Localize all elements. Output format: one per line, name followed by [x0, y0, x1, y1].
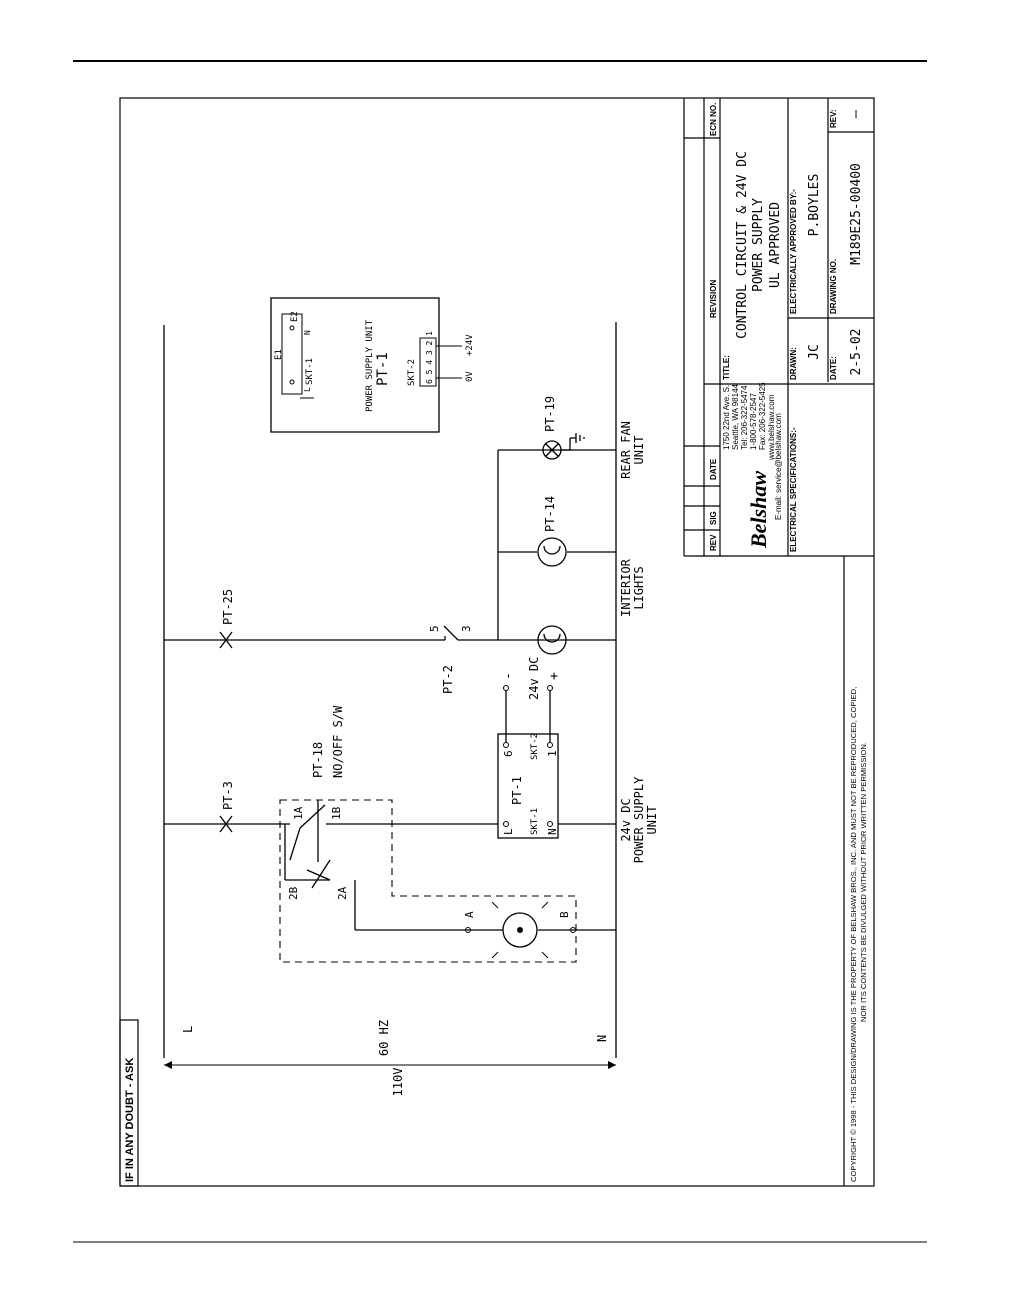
telephone: Tel: 206-322-5474: [740, 385, 749, 450]
pt1-pin-6: 6: [502, 750, 515, 757]
inset-l: L: [303, 387, 312, 392]
interior-light-2-filament: [543, 545, 561, 555]
elec-spec-header: ELECTRICAL SPECIFICATIONS:-: [789, 427, 798, 552]
inset-title-2: PT-1: [375, 352, 391, 386]
drawing-no-header: DRAWING NO.: [829, 259, 838, 314]
psu-caption-2: POWER SUPPLY: [632, 776, 646, 863]
title-line-3: UL APPROVED: [768, 202, 783, 288]
pt3-label: PT-3: [221, 781, 235, 810]
pt1-power-supply: [497, 733, 559, 839]
psu-caption-3: UNIT: [645, 806, 659, 835]
pt19-label: PT-19: [543, 396, 557, 432]
date-header-2: DATE:: [829, 356, 838, 380]
interior-light-1-filament: [543, 633, 561, 643]
pt1-pin-l: L: [502, 828, 515, 835]
toll-free: 1-800-578-2547: [749, 393, 758, 450]
company-logo: Belshaw: [746, 471, 771, 549]
pt2-terminal-5: 5: [428, 625, 441, 632]
rev-header-2: REV:: [829, 109, 838, 128]
inset-e2: E2: [290, 311, 300, 322]
supply-rails: [163, 322, 617, 1069]
dc-voltage-label: 24v DC: [527, 657, 541, 700]
indicator-lamp: [465, 901, 576, 959]
approved-by: P.BOYLES: [807, 174, 822, 237]
inset-n: N: [303, 330, 312, 335]
drawing-number: M189E25-00400: [849, 163, 864, 265]
pt1-pin-1: 1: [546, 750, 559, 757]
interior-light-2: [537, 537, 567, 567]
psu-caption-1: 24v DC: [619, 798, 633, 841]
sheet-border: [119, 97, 875, 1187]
lamp-terminal-b: B: [558, 911, 571, 918]
pt1-label: PT-1: [510, 776, 524, 805]
fax: Fax: 206-322-5425: [758, 382, 767, 450]
line-label: L: [181, 1026, 195, 1033]
pt1-pin-n: N: [546, 828, 559, 835]
pt3-marker: [219, 815, 233, 833]
warning-box: [119, 1019, 139, 1187]
dc-minus: -: [501, 672, 516, 680]
switch-description: NO/OFF S/W: [331, 705, 345, 778]
pt1-skt1: SKT-1: [530, 808, 540, 835]
dc-plus: +: [547, 672, 562, 680]
website: www.belshaw.com: [767, 394, 776, 461]
drawn-by: JC: [807, 344, 822, 360]
pt2-switch-blade: [443, 625, 459, 641]
pt2-label: PT-2: [441, 665, 455, 694]
pt25-marker: [219, 631, 233, 649]
pt14-label: PT-14: [543, 496, 557, 532]
title-line-1: CONTROL CIRCUIT & 24V DC: [735, 151, 750, 339]
pt2-terminal-3: 3: [460, 625, 473, 632]
terminal-1b: 1B: [330, 806, 343, 820]
frequency-label: 60 HZ: [377, 1020, 391, 1056]
inset-title-1: POWER SUPPLY UNIT: [365, 319, 375, 412]
drawn-header: DRAWN:: [789, 347, 798, 380]
voltage-label: 110V: [391, 1068, 405, 1097]
terminal-2a: 2A: [336, 886, 349, 900]
address: 1750 22nd Ave. S.: [722, 385, 731, 450]
ecn-header: ECN NO.: [709, 103, 718, 136]
branch-wires: [164, 449, 616, 931]
rear-fan-label-1: REAR FAN: [619, 421, 633, 479]
pt1-skt2: SKT-2: [530, 733, 540, 760]
warning-text: IF IN ANY DOUBT - ASK: [124, 1058, 136, 1182]
neutral-label: N: [595, 1035, 609, 1042]
psu-inset: [270, 297, 462, 433]
rear-fan-label-2: UNIT: [632, 436, 646, 465]
switch-enclosure: [279, 799, 577, 963]
pt18-switch: [289, 800, 331, 889]
title-line-2: POWER SUPPLY: [751, 198, 766, 292]
date-header: DATE: [709, 458, 718, 480]
interior-light-1: [537, 625, 567, 655]
rev-header: REV: [709, 534, 718, 551]
inset-pins: 6 5 4 3 2 1: [425, 331, 434, 384]
drawing-date: 2-5-02: [849, 329, 864, 376]
terminal-2b: 2B: [287, 886, 300, 900]
inset-e1: E1: [274, 349, 284, 360]
inset-skt1: SKT-1: [305, 358, 315, 385]
inset-plus24: +24V: [465, 334, 475, 356]
email: E-mail: service@belshaw.com: [774, 413, 783, 520]
inset-skt2: SKT-2: [407, 359, 417, 386]
copyright-line-2: NOR ITS CONTENTS BE DIVULGED WITHOUT PRI…: [859, 742, 868, 1022]
copyright-line-1: COPYRIGHT © 1998 - THIS DESIGN/DRAWING I…: [849, 687, 858, 1182]
terminal-1a: 1A: [292, 806, 305, 820]
interior-label-2: LIGHTS: [632, 566, 646, 609]
interior-label-1: INTERIOR: [619, 558, 633, 617]
ground-symbol: [561, 433, 585, 451]
title-block: REV SIG DATE REVISION ECN NO. Belshaw 17…: [683, 98, 874, 1186]
pt25-label: PT-25: [221, 589, 235, 625]
pt18-label: PT-18: [311, 742, 325, 778]
title-header: TITLE:: [722, 355, 731, 380]
city: Seattle, WA 98144: [731, 383, 740, 450]
revision-header: REVISION: [709, 280, 718, 318]
sig-header: SIG: [709, 511, 718, 525]
inset-0v: 0V: [465, 371, 475, 382]
approved-header: ELECTRICALLY APPROVED BY:-: [789, 189, 798, 314]
revision-value: —: [848, 109, 864, 118]
lamp-terminal-a: A: [463, 911, 476, 918]
